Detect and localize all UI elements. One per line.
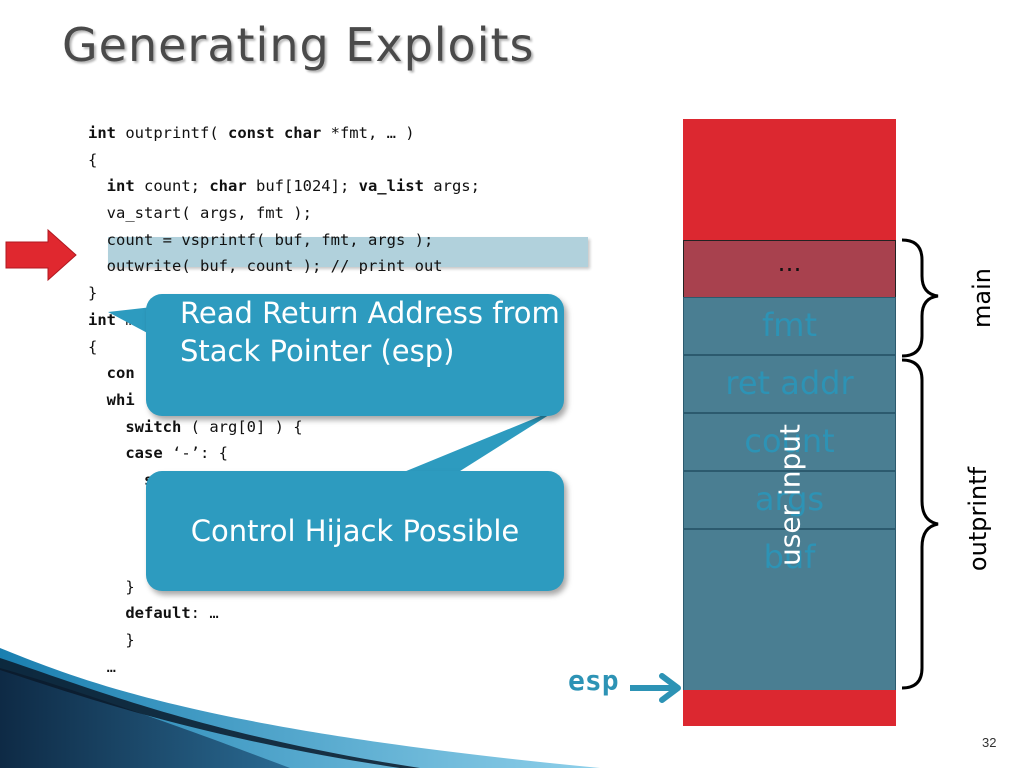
callout-read-return-address: Read Return Address from Stack Pointer (… <box>146 294 564 416</box>
code-text: ‘-’: { <box>162 444 228 463</box>
code-text: ( arg[0] ) { <box>181 417 303 436</box>
decorative-wave <box>0 648 600 768</box>
code-line: } <box>88 574 508 601</box>
code-line: default: … <box>88 600 508 627</box>
current-line-arrow-icon <box>5 228 77 282</box>
code-text: count = vsprintf( buf, fmt, args ); <box>88 230 434 249</box>
code-keyword: va_list <box>358 177 424 196</box>
code-line: outwrite( buf, count ); // print out <box>88 253 508 280</box>
code-keyword: int <box>106 177 135 196</box>
code-text: } <box>88 284 98 303</box>
code-keyword: default <box>125 604 191 623</box>
stack-cell-args: args <box>683 471 896 529</box>
code-text: args; <box>423 177 480 196</box>
code-line: { <box>88 147 508 174</box>
code-text: … <box>88 657 116 676</box>
stack-bottom-region <box>683 690 896 726</box>
code-line: { <box>88 334 508 361</box>
code-keyword: const char <box>227 124 322 142</box>
code-text: } <box>88 577 135 596</box>
code-line: … <box>88 654 508 681</box>
esp-arrow-icon <box>630 673 681 703</box>
code-text: : … <box>190 604 219 623</box>
stack-cell-fmt: fmt <box>683 297 896 355</box>
current-line-highlight <box>108 237 588 267</box>
stack-top-region <box>683 119 896 241</box>
code-line: con <box>88 360 508 387</box>
code-keyword: case <box>125 444 163 463</box>
code-line: } <box>88 627 508 654</box>
slide-title: Generating Exploits <box>62 18 535 72</box>
code-line: count = vsprintf( buf, fmt, args ); <box>88 227 508 254</box>
stack-cell-count: count <box>683 413 896 471</box>
code-line: int outprintf( const char *fmt, … ) <box>88 120 508 147</box>
user-input-label: user input <box>773 424 807 566</box>
frame-braces <box>901 238 939 690</box>
frame-label-main: main <box>968 268 996 328</box>
code-keyword: whi <box>106 390 135 409</box>
code-text: { <box>88 150 98 169</box>
code-line: } <box>88 280 508 307</box>
stack-cell-ret-addr: ret addr <box>683 355 896 413</box>
code-keyword: con <box>106 364 135 383</box>
code-keyword: int <box>88 124 116 142</box>
code-text: { <box>88 337 98 356</box>
code-text: } <box>88 631 135 650</box>
slide-number: 32 <box>982 735 997 750</box>
code-line: case ‘-’: { <box>88 440 508 467</box>
stack-cell-ellipsis: … <box>683 240 896 298</box>
code-text: *fmt, … ) <box>321 124 415 142</box>
code-keyword: char <box>209 177 247 196</box>
code-text: outwrite( buf, count ); // print out <box>88 257 443 276</box>
code-line: switch ( arg[0] ) { <box>88 414 508 441</box>
code-keyword: switch <box>125 417 182 436</box>
frame-label-outprintf: outprintf <box>964 466 992 572</box>
code-text: buf[1024]; <box>246 177 359 196</box>
callout-control-hijack: Control Hijack Possible <box>146 471 564 591</box>
code-line: int count; char buf[1024]; va_list args; <box>88 173 508 200</box>
code-text: va_start( args, fmt ); <box>88 204 312 223</box>
code-text: outprintf( <box>116 124 228 142</box>
code-text: count; <box>134 177 210 196</box>
code-keyword: int <box>88 310 116 329</box>
code-line: whi <box>88 387 508 414</box>
esp-label: esp <box>568 664 619 697</box>
code-line: va_start( args, fmt ); <box>88 200 508 227</box>
